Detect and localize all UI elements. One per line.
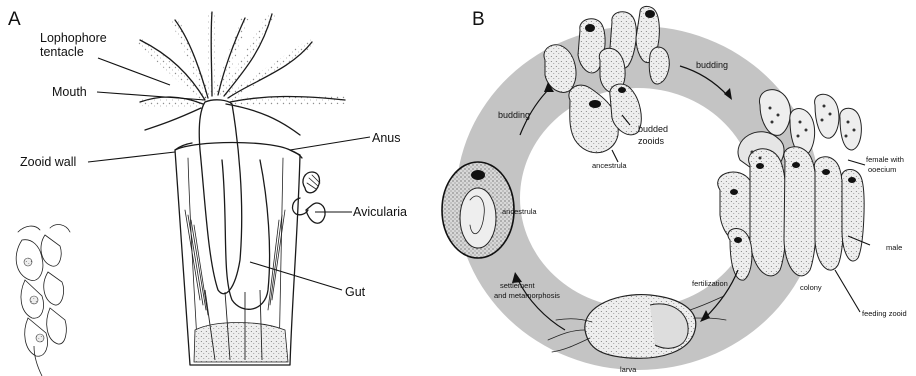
label-female-line1: female with xyxy=(866,155,904,164)
label-ancestrula-top: ancestrula xyxy=(592,161,627,170)
leader-female xyxy=(848,160,865,165)
label-avicularia: Avicularia xyxy=(353,205,407,219)
leader-gut xyxy=(250,262,342,290)
label-lophophore-line1: Lophophore xyxy=(40,31,107,45)
label-colony: colony xyxy=(800,283,822,292)
label-lophophore-line2: tentacle xyxy=(40,45,84,59)
colony-sketch xyxy=(16,225,70,376)
leader-zooid-wall xyxy=(88,152,175,162)
zooid-body xyxy=(175,100,302,365)
label-anus: Anus xyxy=(372,131,401,145)
label-gut: Gut xyxy=(345,285,366,299)
lophophore-tentacles xyxy=(140,12,345,135)
label-female-line2: ooecium xyxy=(868,165,896,174)
leader-anus xyxy=(290,137,370,150)
label-ancestrula-left: ancestrula xyxy=(502,207,537,216)
label-budded-line1: budded xyxy=(638,124,668,134)
panel-b-letter: B xyxy=(472,9,485,30)
panel-b: B xyxy=(442,6,907,374)
label-fertilization: fertilization xyxy=(692,279,728,288)
label-larva: larva xyxy=(620,365,637,374)
label-feeding-zooid: feeding zooid xyxy=(862,309,907,318)
label-budding-right: budding xyxy=(696,60,728,70)
label-male: male xyxy=(886,243,902,252)
label-budding-left: budding xyxy=(498,110,530,120)
label-budded-line2: zooids xyxy=(638,136,665,146)
label-settlement-line1: settlement xyxy=(500,281,536,290)
label-mouth: Mouth xyxy=(52,85,87,99)
panel-a-letter: A xyxy=(8,9,21,30)
label-settlement-line2: and metamorphosis xyxy=(494,291,560,300)
label-zooid-wall: Zooid wall xyxy=(20,155,76,169)
panel-a: A xyxy=(8,9,407,376)
leader-feeding xyxy=(835,270,860,312)
